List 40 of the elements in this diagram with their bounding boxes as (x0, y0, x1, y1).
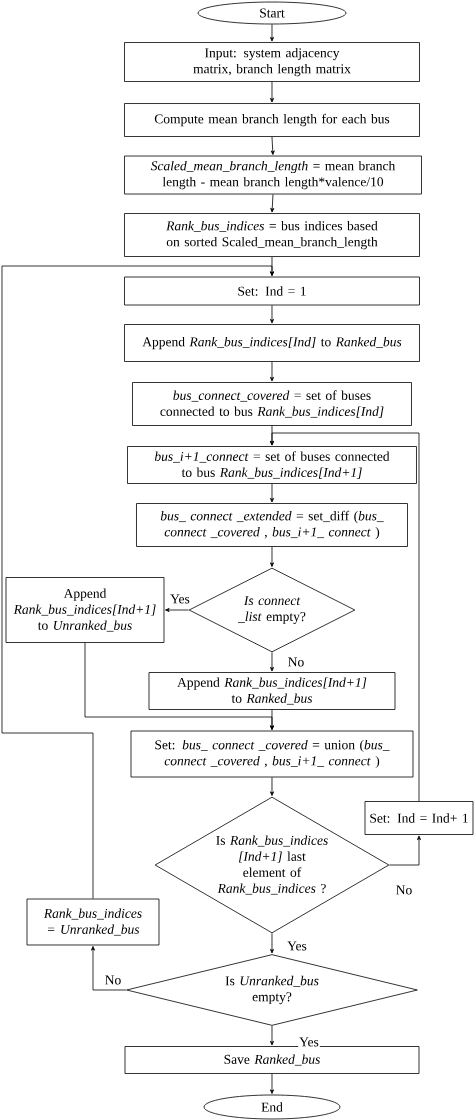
edge-label: No (394, 884, 414, 896)
arrow (91, 946, 127, 991)
process-box: Input: system adjacency matrix, branch length matrix (124, 42, 420, 82)
process-box: bus_connect_covered = set of buses connected to bus Rank_bus_indices[Ind] (132, 382, 412, 426)
edge-label: Yes (169, 593, 191, 605)
arrow (270, 546, 274, 567)
arrow (165, 608, 189, 612)
arrow (270, 24, 274, 42)
process-box: Scaled_mean_branch_length = mean branch length - mean branch length*valence/10 (124, 155, 422, 195)
process-box: Append Rank_bus_indices[Ind+1] to Unranked_bus (5, 577, 165, 643)
edge-label: No (103, 974, 123, 986)
arrow (270, 81, 274, 103)
arrow (270, 777, 274, 796)
process-box: Set: Ind = 1 (124, 276, 420, 306)
process-box: Rank_bus_indices = Unranked_bus (26, 898, 160, 946)
arrow (270, 1073, 274, 1094)
edge-label: Yes (286, 940, 308, 952)
process-box: Append Rank_bus_indices[Ind] to Ranked_bus (124, 324, 420, 362)
arrow (270, 1025, 274, 1046)
process-box: Set: Ind = Ind+ 1 (364, 801, 474, 835)
arrow (270, 432, 420, 802)
arrow (270, 194, 275, 213)
arrow (270, 933, 274, 954)
process-box: Rank_bus_indices = bus indices based on sorted Scaled_mean_branch_length (124, 213, 420, 257)
arrow (270, 361, 274, 382)
process-box: Compute mean branch length for each bus (124, 103, 420, 137)
edge-label: Yes (298, 1036, 320, 1048)
arrow (270, 305, 274, 324)
arrow (270, 652, 274, 672)
edge-label: No (286, 656, 306, 668)
arrow (1, 265, 274, 899)
arrow (270, 483, 274, 503)
process-box: bus_ connect _extended = set_diff (bus_ connect _covered , bus_i+1_ connect ) (136, 503, 408, 547)
process-box: bus_i+1_connect = set of buses connected to bus Rank_bus_indices[Ind+1] (127, 446, 417, 484)
process-box: Append Rank_bus_indices[Ind+1] to Ranked_bus (148, 672, 396, 710)
process-box: Set: bus_ connect _covered = union (bus_ connect _covered , bus_i+1_ connect ) (130, 730, 414, 778)
arrow (270, 136, 275, 155)
process-box: Save Ranked_bus (124, 1046, 420, 1074)
arrow (270, 709, 274, 730)
arrow (389, 835, 421, 866)
